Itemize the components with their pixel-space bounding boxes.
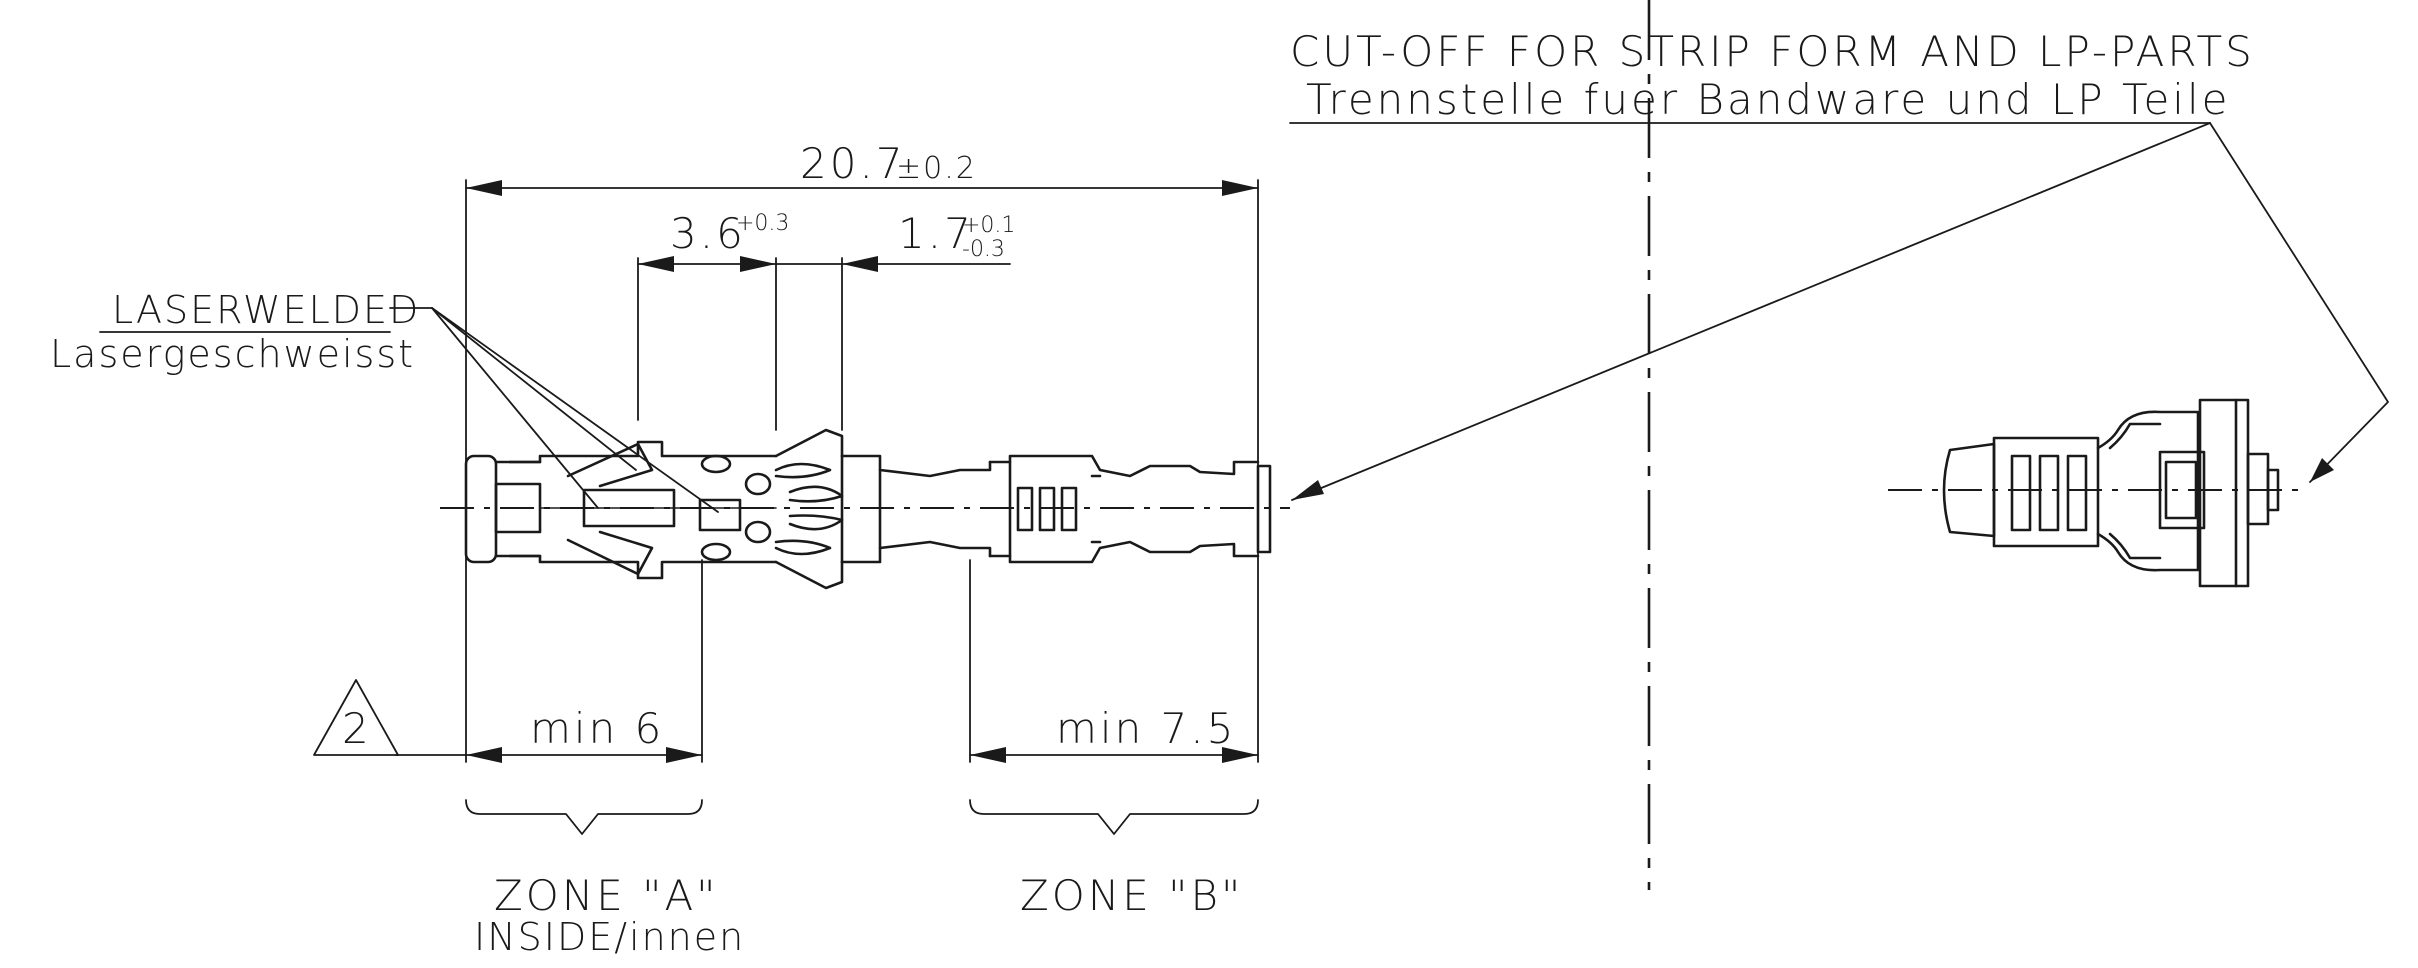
contact-part-side-view <box>464 428 1272 590</box>
note-triangle <box>313 679 399 756</box>
dim-arrow-min6-left <box>466 747 502 763</box>
dim-min75-value: min 7.5 <box>1056 704 1236 753</box>
dim-arrow-min75-left <box>970 747 1006 763</box>
dim-1-7-tol-lower: -0.3 <box>962 237 1005 262</box>
dim-arrow-1-7 <box>842 256 878 272</box>
cutoff-leader-right <box>2209 122 2389 483</box>
dim-arrow-overall-left <box>466 180 502 196</box>
dim-arrow-3-6-right <box>740 256 776 272</box>
laser-label-de: Lasergeschweisst <box>50 332 415 376</box>
dim-arrow-3-6-left <box>638 256 674 272</box>
dim-1-7-tol-upper: +0.1 <box>962 213 1015 238</box>
contact-part-strip-view <box>1942 398 2280 588</box>
dim-min6-value: min 6 <box>530 704 664 753</box>
dim-overall-tol: ±0.2 <box>896 151 977 186</box>
dim-3-6-value: 3.6 <box>670 209 746 258</box>
zone-a-brace <box>465 799 703 835</box>
zone-b-brace <box>969 799 1259 835</box>
zone-a-label: ZONE "A" <box>494 871 719 920</box>
laser-leader-1 <box>389 307 637 471</box>
dim-overall-value: 20.7 <box>800 139 906 188</box>
dim-arrow-min75-right <box>1222 747 1258 763</box>
dim-1-7-value: 1.7 <box>898 209 974 258</box>
note-triangle-number: 2 <box>342 704 372 753</box>
cutoff-label-en: CUT-OFF FOR STRIP FORM AND LP-PARTS <box>1290 27 2255 76</box>
cutoff-arrow-left <box>1292 480 1324 500</box>
laser-label-en: LASERWELDED <box>112 288 420 332</box>
cutoff-arrow-right <box>2310 458 2334 482</box>
zone-a-sub-label: INSIDE/innen <box>474 915 745 959</box>
dim-arrow-overall-right <box>1222 180 1258 196</box>
dim-3-6-tol: +0.3 <box>736 211 789 236</box>
cutoff-label-de: Trennstelle fuer Bandware und LP Teile <box>1306 75 2231 124</box>
zone-b-label: ZONE "B" <box>1020 871 1243 920</box>
dim-arrow-min6-right <box>666 747 702 763</box>
laser-leader-2 <box>431 307 719 513</box>
cutoff-leader-left <box>1291 122 2211 501</box>
